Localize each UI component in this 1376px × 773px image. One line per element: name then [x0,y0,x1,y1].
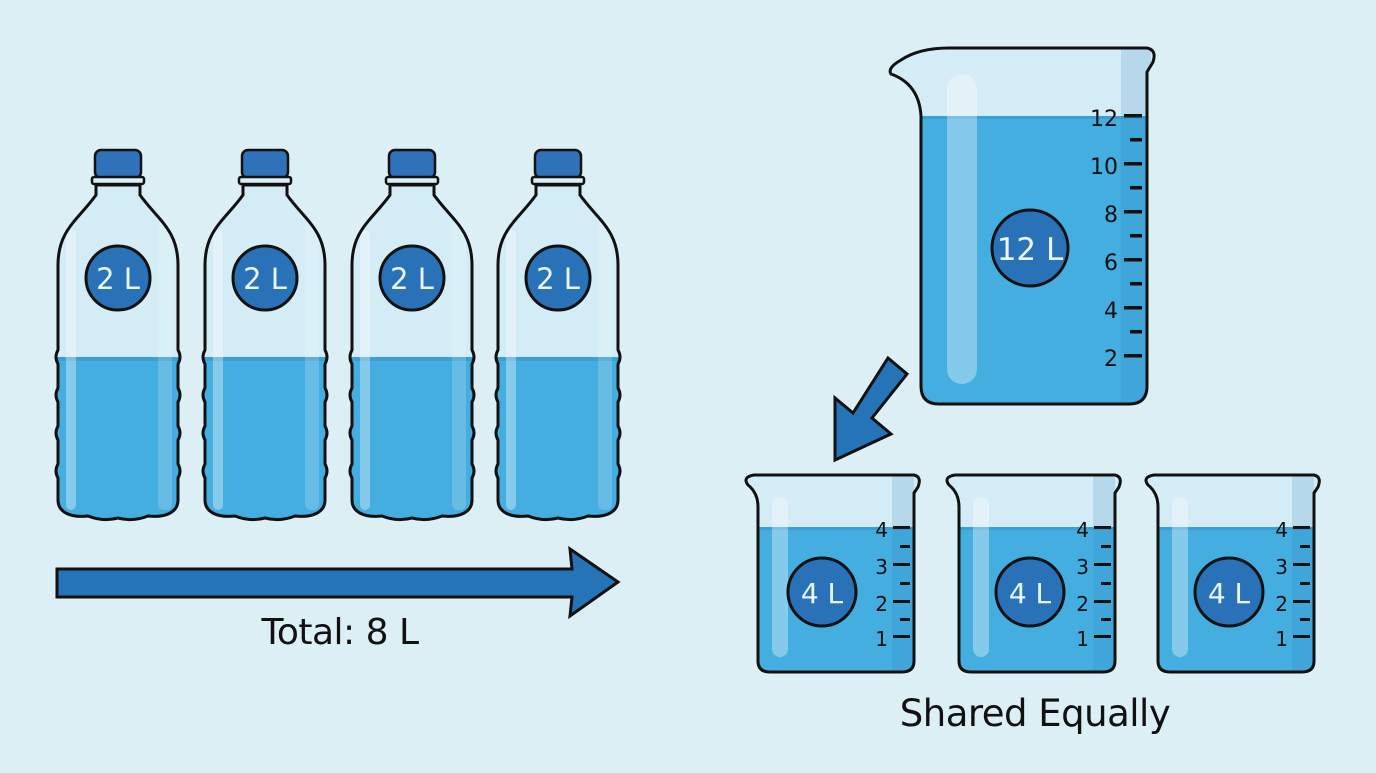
svg-text:3: 3 [1275,555,1288,579]
bottle-cap [240,148,290,180]
svg-text:2: 2 [1275,592,1288,616]
bottle-cap [387,148,437,180]
svg-text:6: 6 [1104,251,1118,276]
bottle-row: 2 L 2 L [54,148,622,522]
total-caption: Total: 8 L [261,612,419,653]
water-bottle: 2 L [54,148,182,522]
small-beaker-volume-badge: 4 L [786,556,858,628]
svg-text:1: 1 [875,627,888,651]
bottle-volume-badge: 2 L [524,244,592,312]
svg-text:2: 2 [1104,347,1118,372]
small-beaker-volume-badge: 4 L [1193,556,1265,628]
svg-text:4 L: 4 L [801,577,844,610]
svg-text:4 L: 4 L [1208,577,1251,610]
pour-arrow-icon [833,355,910,463]
small-beaker: 4 3 2 1 4 L [945,473,1122,674]
svg-text:3: 3 [875,555,888,579]
water-bottle: 2 L [494,148,622,522]
bottle-water [350,357,474,520]
svg-text:2 L: 2 L [96,262,140,296]
shared-equally-caption: Shared Equally [899,692,1171,735]
svg-text:3: 3 [1076,555,1089,579]
bottle-cap [93,148,143,180]
small-beaker: 4 3 2 1 4 L [744,473,921,674]
bottle-water [496,357,620,520]
svg-text:4: 4 [1275,518,1288,542]
large-beaker-scale: 12 10 8 6 4 2 [1090,107,1142,372]
small-beaker: 4 3 2 1 4 L [1144,473,1321,674]
small-beaker-scale: 4 3 2 1 [1275,518,1310,651]
bottle-cap [533,148,583,180]
water-bottle: 2 L [348,148,476,522]
svg-text:10: 10 [1090,155,1118,180]
small-beaker-scale: 4 3 2 1 [875,518,910,651]
svg-text:2 L: 2 L [390,262,434,296]
svg-text:8: 8 [1104,203,1118,228]
svg-text:4: 4 [1076,518,1089,542]
bottle-water [56,357,180,520]
svg-text:2 L: 2 L [243,262,287,296]
svg-text:2: 2 [875,592,888,616]
svg-text:4: 4 [1104,299,1118,324]
large-beaker-volume-badge: 12 L [990,208,1070,288]
water-bottle: 2 L [201,148,329,522]
large-beaker: 12 10 8 6 4 2 12 L [888,46,1156,406]
bottle-volume-badge: 2 L [378,244,446,312]
svg-text:4: 4 [875,518,888,542]
svg-text:12 L: 12 L [997,232,1064,268]
small-beaker-scale: 4 3 2 1 [1076,518,1111,651]
svg-text:4 L: 4 L [1009,577,1052,610]
bottle-volume-badge: 2 L [84,244,152,312]
svg-text:1: 1 [1076,627,1089,651]
arrow-right-icon [55,545,621,620]
svg-text:12: 12 [1090,107,1118,132]
svg-text:2 L: 2 L [536,262,580,296]
small-beaker-row: 4 3 2 1 4 L [744,473,1321,674]
small-beaker-volume-badge: 4 L [994,556,1066,628]
svg-text:1: 1 [1275,627,1288,651]
bottle-water [203,357,327,520]
bottle-volume-badge: 2 L [231,244,299,312]
svg-text:2: 2 [1076,592,1089,616]
